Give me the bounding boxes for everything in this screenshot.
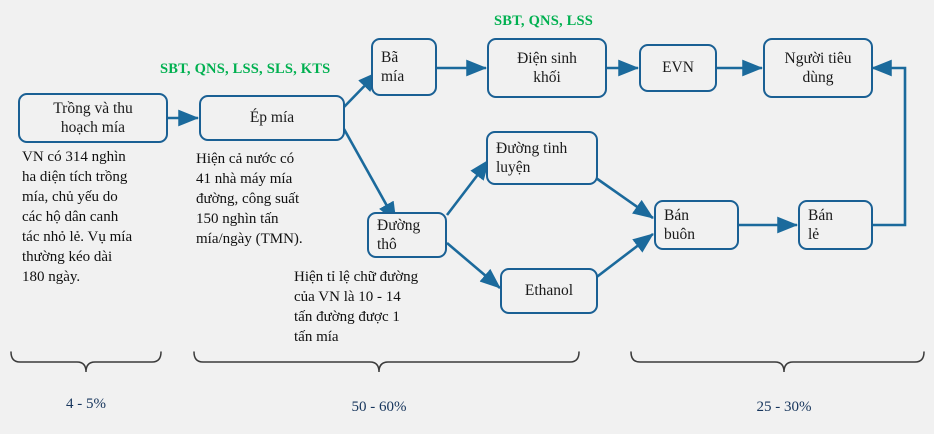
arrow-duongtho-to-ethanol — [446, 242, 501, 289]
node-label: Ép mía — [249, 109, 295, 127]
node-label: Bã mía — [381, 48, 405, 85]
note-trong-va-thu-hoach: VN có 314 nghìn ha diện tích trồng mía, … — [22, 149, 133, 285]
bracket-4-5 — [10, 351, 162, 373]
note-duong-tho: Hiện tỉ lệ chữ đường của VN là 10 - 14 t… — [294, 269, 419, 345]
arrow-group — [166, 59, 907, 294]
tag-companies-dien-sinh-khoi: SBT, QNS, LSS — [494, 13, 594, 29]
node-ba-mia[interactable]: Bã mía — [371, 38, 437, 96]
node-evn[interactable]: EVN — [639, 44, 717, 92]
node-label: Ethanol — [524, 282, 574, 300]
percent-label-25-30: 25 - 30% — [756, 399, 812, 415]
bracket-25-30 — [630, 351, 925, 373]
node-dien-sinh-khoi[interactable]: Điện sinh khối — [487, 38, 607, 98]
bracket-group — [10, 351, 925, 373]
arrow-duongtinhluyen-to-banbuon — [595, 176, 654, 220]
arrow-banle-to-nguoitieudung — [870, 59, 907, 227]
node-ban-buon[interactable]: Bán buôn — [654, 200, 739, 250]
bracket-50-60 — [193, 351, 580, 373]
node-ethanol[interactable]: Ethanol — [500, 268, 598, 314]
node-label: Đường thô — [377, 216, 421, 253]
node-ep-mia[interactable]: Ép mía — [199, 95, 345, 141]
node-label: Bán lẻ — [808, 206, 833, 243]
node-duong-tho[interactable]: Đường thô — [367, 212, 447, 258]
node-label: EVN — [662, 59, 694, 77]
node-label: Người tiêu dùng — [784, 49, 852, 86]
node-label: Bán buôn — [664, 206, 695, 243]
tag-companies-ep-mia: SBT, QNS, LSS, SLS, KTS — [160, 61, 331, 77]
node-label: Điện sinh khối — [517, 49, 577, 86]
percent-label-4-5: 4 - 5% — [66, 396, 106, 412]
node-ban-le[interactable]: Bán lẻ — [798, 200, 873, 250]
note-ep-mia: Hiện cả nước có 41 nhà máy mía đường, cô… — [196, 151, 303, 247]
arrow-duongtho-to-duongtinhluyen — [445, 159, 491, 216]
percent-label-50-60: 50 - 60% — [351, 399, 407, 415]
node-label: Đường tinh luyện — [496, 139, 568, 176]
node-duong-tinh-luyen[interactable]: Đường tinh luyện — [486, 131, 598, 185]
node-label: Trồng và thu hoạch mía — [53, 99, 133, 136]
node-nguoi-tieu-dung[interactable]: Người tiêu dùng — [763, 38, 873, 98]
arrow-epmia-to-duongtho — [342, 128, 398, 223]
node-trong-va-thu-hoach-mia[interactable]: Trồng và thu hoạch mía — [18, 93, 168, 143]
